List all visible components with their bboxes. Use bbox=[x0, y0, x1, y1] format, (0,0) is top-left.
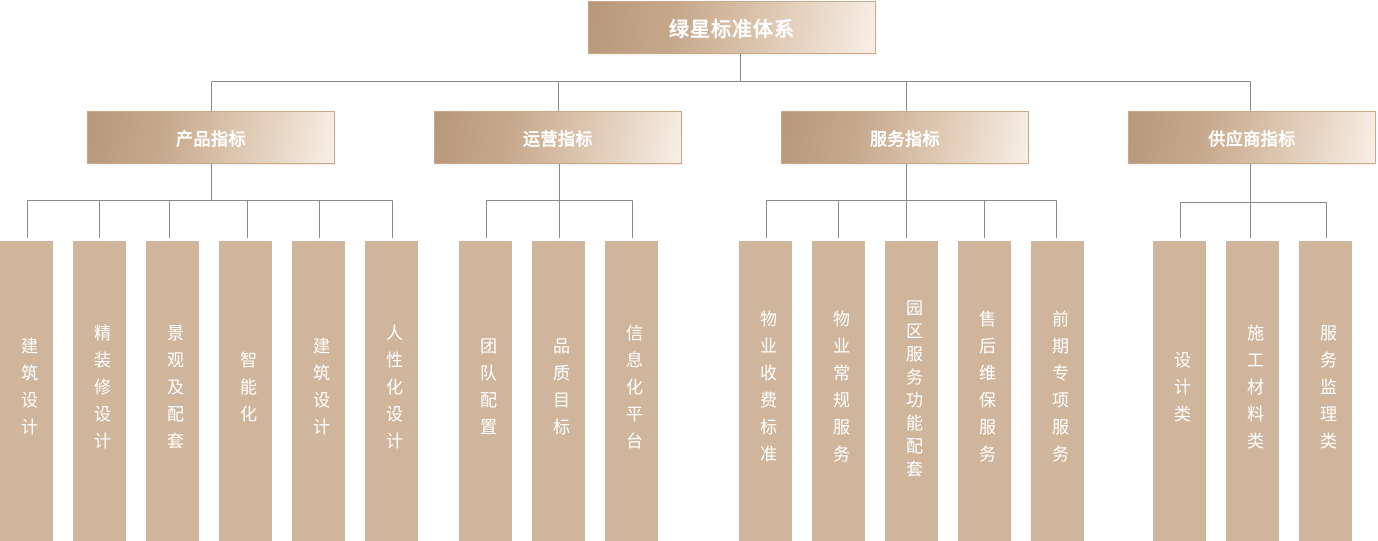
leaf-node: 园区服务功能配套 bbox=[885, 241, 938, 541]
leaf-label: 施工材料类 bbox=[1243, 323, 1263, 459]
leaf-node: 人性化设计 bbox=[365, 241, 418, 541]
leaf-node: 景观及配套 bbox=[146, 241, 199, 541]
leaf-label: 信息化平台 bbox=[622, 323, 642, 459]
leaf-node: 物业常规服务 bbox=[812, 241, 865, 541]
leaf-node: 物业收费标准 bbox=[739, 241, 792, 541]
leaf-label: 景观及配套 bbox=[163, 323, 183, 459]
leaf-node: 品质目标 bbox=[532, 241, 585, 541]
leaf-node: 精装修设计 bbox=[73, 241, 126, 541]
leaf-label: 服务监理类 bbox=[1316, 323, 1336, 459]
leaf-label: 建筑设计 bbox=[309, 337, 329, 445]
leaf-node: 建筑设计 bbox=[292, 241, 345, 541]
leaf-node: 施工材料类 bbox=[1226, 241, 1279, 541]
leaf-node: 设计类 bbox=[1153, 241, 1206, 541]
leaf-node: 售后维保服务 bbox=[958, 241, 1011, 541]
leaf-label: 前期专项服务 bbox=[1048, 310, 1068, 472]
leaf-label: 团队配置 bbox=[476, 337, 496, 445]
leaf-label: 物业收费标准 bbox=[756, 310, 776, 472]
leaf-label: 品质目标 bbox=[549, 337, 569, 445]
leaf-label: 人性化设计 bbox=[382, 323, 402, 459]
leaf-label: 建筑设计 bbox=[17, 337, 37, 445]
leaf-label: 精装修设计 bbox=[90, 323, 110, 459]
leaf-label: 园区服务功能配套 bbox=[902, 299, 922, 483]
leaf-label: 智能化 bbox=[236, 350, 256, 432]
leaf-node: 信息化平台 bbox=[605, 241, 658, 541]
leaf-label: 售后维保服务 bbox=[975, 310, 995, 472]
leaf-node: 前期专项服务 bbox=[1031, 241, 1084, 541]
root-node: 绿星标准体系 bbox=[588, 1, 876, 54]
leaf-node: 服务监理类 bbox=[1299, 241, 1352, 541]
leaf-label: 物业常规服务 bbox=[829, 310, 849, 472]
category-operation: 运营指标 bbox=[434, 111, 682, 164]
category-supplier: 供应商指标 bbox=[1128, 111, 1376, 164]
category-product: 产品指标 bbox=[87, 111, 335, 164]
leaf-label: 设计类 bbox=[1170, 350, 1190, 432]
leaf-node: 团队配置 bbox=[459, 241, 512, 541]
leaf-node: 智能化 bbox=[219, 241, 272, 541]
category-service: 服务指标 bbox=[781, 111, 1029, 164]
leaf-node: 建筑设计 bbox=[0, 241, 53, 541]
